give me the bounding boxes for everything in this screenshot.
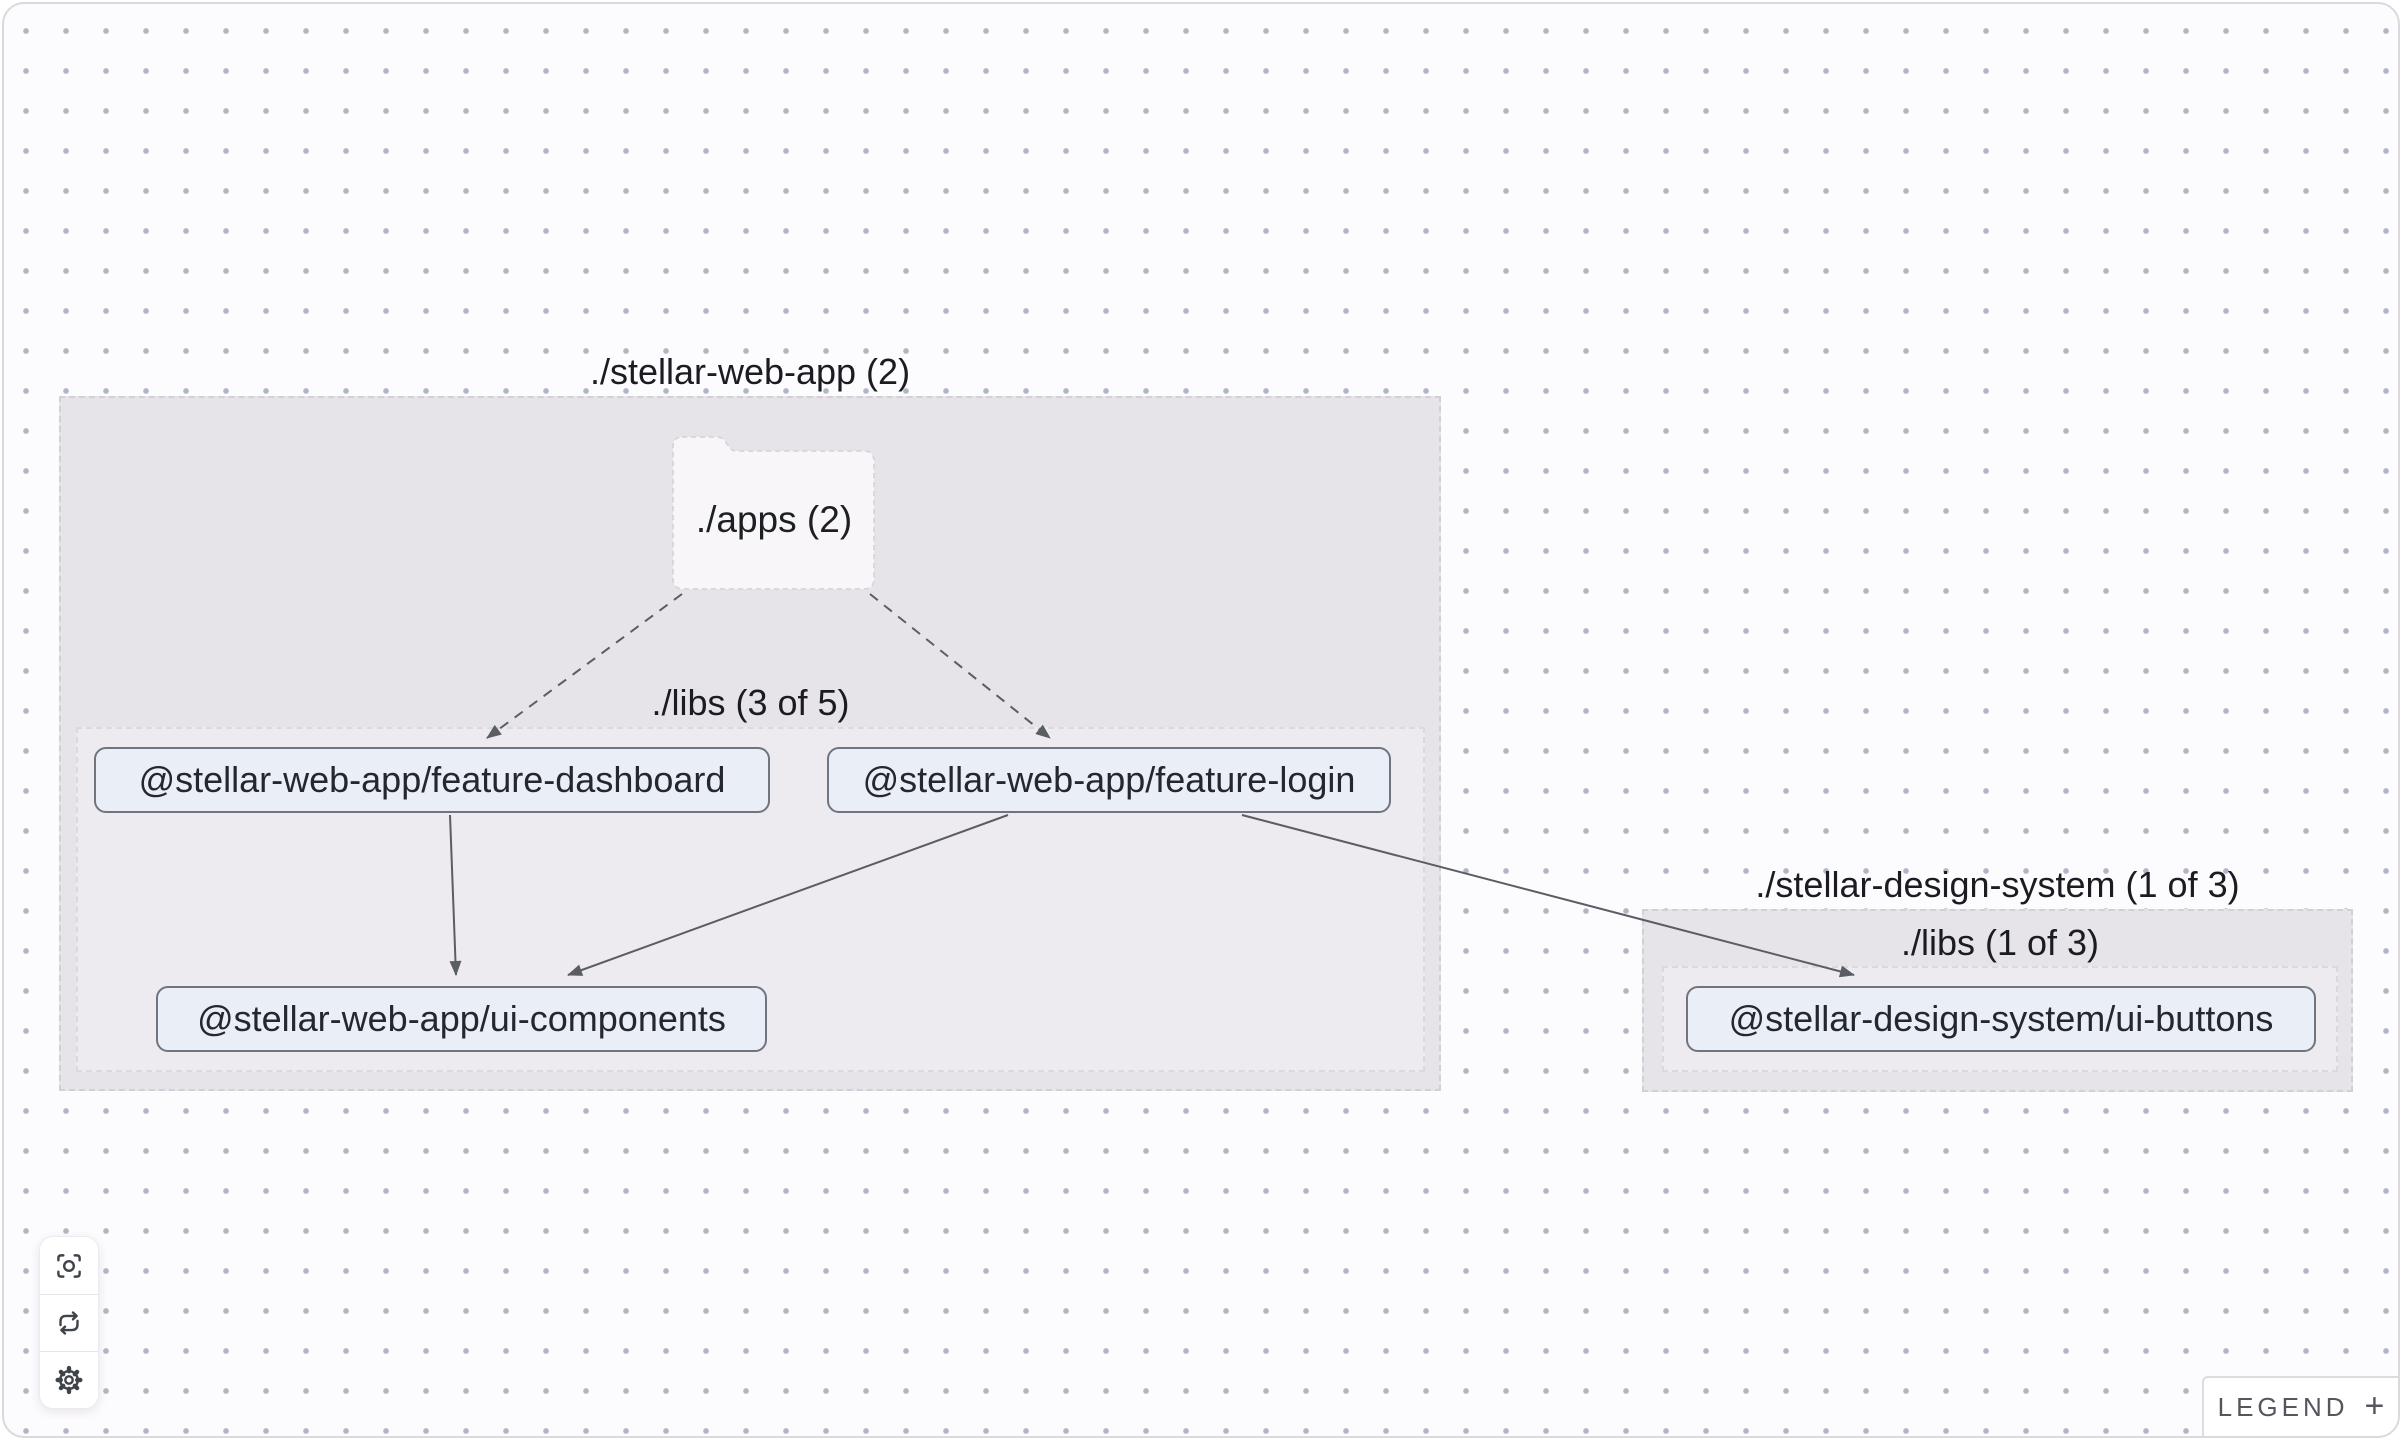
node-feature-dashboard[interactable]: @stellar-web-app/feature-dashboard <box>94 747 770 813</box>
plus-icon: + <box>2364 1387 2385 1425</box>
group-label-stellar-web-app-libs: ./libs (3 of 5) <box>651 682 850 723</box>
legend-toggle-button[interactable]: LEGEND + <box>2202 1376 2398 1436</box>
folder-node-apps-label[interactable]: ./apps (2) <box>695 499 853 540</box>
node-ui-components[interactable]: @stellar-web-app/ui-components <box>156 986 767 1052</box>
node-feature-login[interactable]: @stellar-web-app/feature-login <box>827 747 1391 813</box>
zoom-to-fit-icon <box>57 1253 81 1278</box>
folder-shape <box>672 436 875 590</box>
settings-icon <box>55 1365 83 1395</box>
refresh-button[interactable] <box>40 1294 98 1351</box>
folder-node-apps[interactable] <box>664 429 884 599</box>
group-label-stellar-design-system: ./stellar-design-system (1 of 3) <box>1755 864 2240 905</box>
legend-label: LEGEND <box>2217 1391 2349 1422</box>
refresh-icon <box>59 1311 79 1335</box>
node-ui-buttons[interactable]: @stellar-design-system/ui-buttons <box>1686 986 2316 1052</box>
group-label-stellar-web-app: ./stellar-web-app (2) <box>589 351 911 392</box>
settings-button[interactable] <box>40 1351 98 1408</box>
graph-toolbar <box>39 1236 99 1409</box>
zoom-to-fit-button[interactable] <box>40 1237 98 1294</box>
group-label-stellar-design-system-libs: ./libs (1 of 3) <box>1900 922 2100 963</box>
